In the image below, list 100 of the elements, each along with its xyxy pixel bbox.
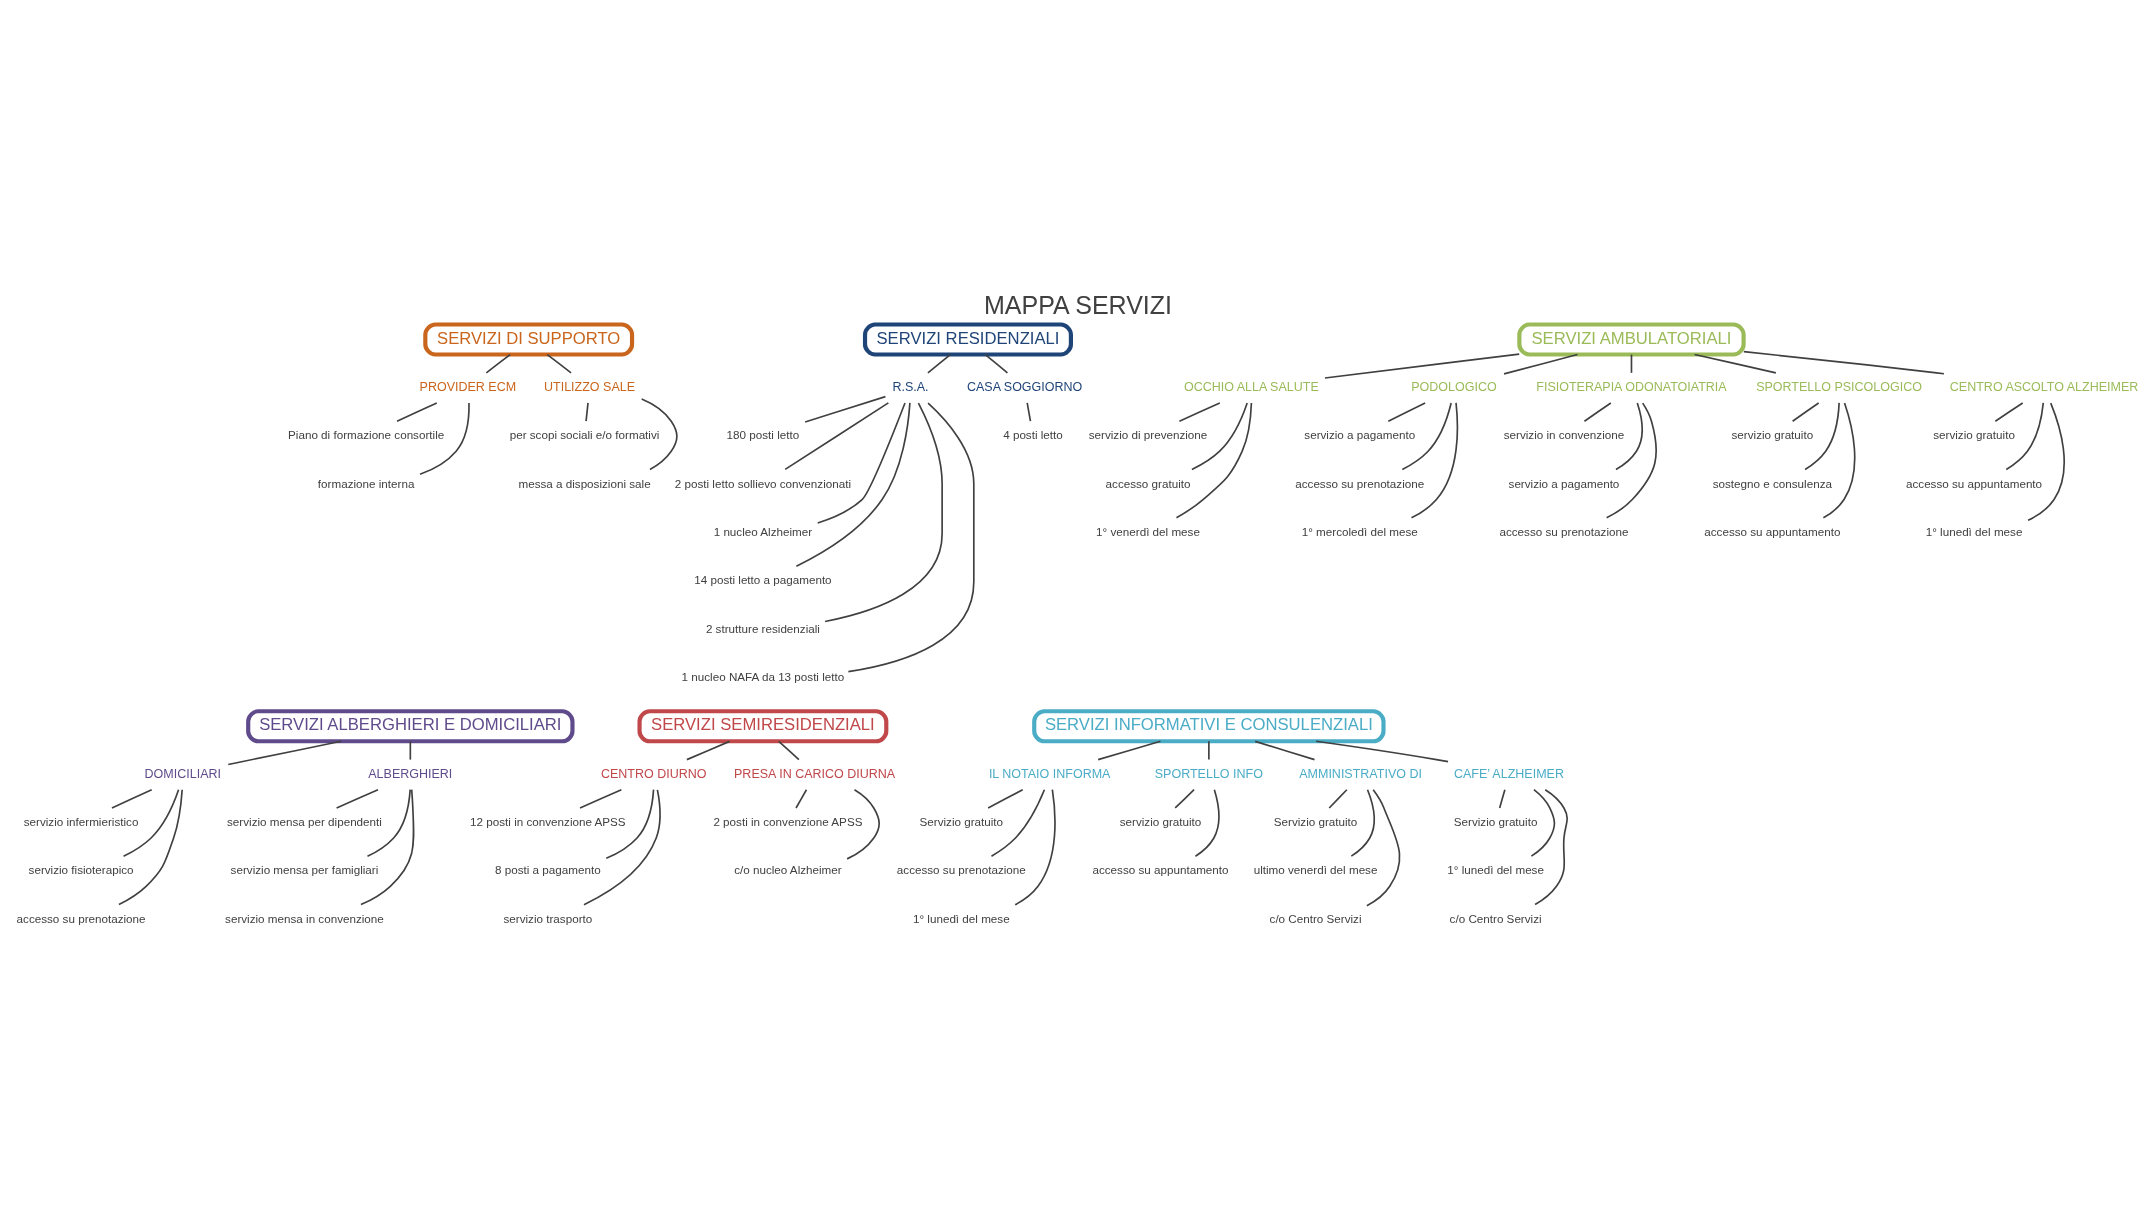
connector	[1328, 788, 1348, 809]
connector	[227, 739, 342, 765]
connector	[1097, 739, 1162, 760]
connector	[1387, 401, 1426, 422]
connector	[795, 401, 911, 567]
connector	[366, 788, 411, 857]
node-text: servizio a pagamento	[1508, 476, 1620, 490]
connector	[585, 401, 589, 422]
connector	[984, 353, 1009, 374]
node-text: 1° mercoledì del mese	[1301, 524, 1418, 538]
node-text: accesso su appuntamento	[1704, 524, 1841, 538]
connector	[1791, 401, 1820, 422]
connector	[335, 788, 379, 809]
node-text: 180 posti letto	[726, 427, 800, 441]
node-text: servizio gratuito	[1933, 427, 2015, 441]
connector	[2005, 401, 2045, 470]
node-text: ultimo venerdì del mese	[1253, 862, 1378, 876]
connector	[111, 788, 153, 809]
connector	[640, 397, 678, 470]
node-text: Piano di formazione consortile	[288, 427, 445, 441]
node-text: PROVIDER ECM	[419, 379, 517, 394]
connector	[546, 353, 572, 374]
node-text: AMMINISTRATIVO DI	[1299, 766, 1422, 781]
node-text: 4 posti letto	[1003, 427, 1063, 441]
connector	[1254, 740, 1316, 760]
connector	[1208, 740, 1210, 760]
connector	[579, 788, 623, 809]
node-text: Servizio gratuito	[1273, 814, 1358, 828]
node-text: UTILIZZO SALE	[544, 379, 636, 394]
node-text: 2 posti letto sollievo convenzionati	[674, 476, 852, 490]
connector	[1350, 788, 1375, 857]
node-text: servizio infermieristico	[23, 814, 139, 828]
connector	[1174, 788, 1195, 809]
connector	[784, 401, 890, 470]
node-text: accesso su appuntamento	[1092, 862, 1229, 876]
connector	[1498, 788, 1506, 809]
connector	[485, 353, 511, 374]
node-text: ALBERGHIERI	[368, 766, 453, 781]
diagram-title: MAPPA SERVIZI	[983, 290, 1173, 319]
node-text: sostegno e consulenza	[1712, 476, 1832, 490]
connector	[1994, 401, 2024, 422]
node-text: servizio mensa in convenzione	[225, 911, 384, 925]
node-text: 1 nucleo Alzheimer	[713, 524, 813, 538]
connector	[419, 401, 470, 475]
node-text: accesso gratuito	[1105, 476, 1191, 490]
connector	[847, 401, 975, 673]
node-text: SPORTELLO PSICOLOGICO	[1756, 379, 1922, 394]
node-text: accesso su prenotazione	[16, 911, 146, 925]
node-text: 1° lunedì del mese	[1925, 524, 2023, 538]
node-text: IL NOTAIO INFORMA	[988, 766, 1111, 781]
node-text: PODOLOGICO	[1411, 379, 1497, 394]
connector	[1804, 401, 1840, 470]
connector	[409, 740, 412, 760]
node-text: formazione interna	[317, 476, 415, 490]
node-text: SPORTELLO INFO	[1154, 766, 1263, 781]
connector	[118, 788, 183, 905]
node-text: 2 posti in convenzione APSS	[713, 814, 863, 828]
connector	[1410, 401, 1459, 519]
connector	[1401, 401, 1452, 470]
node-text: CAFE’ ALZHEIMER	[1453, 766, 1564, 781]
connector	[777, 740, 800, 760]
connector	[360, 788, 415, 905]
connector	[1693, 353, 1777, 374]
node-text: accesso su appuntamento	[1906, 476, 2043, 490]
connector	[927, 353, 952, 374]
connector	[2027, 401, 2065, 521]
connector	[605, 788, 655, 859]
connector	[1534, 788, 1568, 905]
node-text: servizio trasporto	[503, 911, 593, 925]
node-text: servizio mensa per famigliari	[230, 862, 379, 876]
connector	[1191, 401, 1249, 470]
connector	[1503, 353, 1579, 375]
connector	[846, 788, 880, 860]
node-box: SERVIZI RESIDENZIALI	[862, 321, 1073, 357]
node-text: servizio gratuito	[1119, 814, 1202, 828]
node-text: accesso su prenotazione	[896, 862, 1026, 876]
node-text: servizio fisioterapico	[28, 862, 134, 876]
connector	[396, 401, 438, 422]
connector	[1605, 401, 1658, 519]
node-text: 14 posti letto a pagamento	[694, 572, 832, 586]
node-box: SERVIZI AMBULATORIALI	[1517, 321, 1746, 357]
node-text: 12 posti in convenzione APSS	[470, 814, 626, 828]
node-text: 2 strutture residenziali	[705, 621, 820, 635]
connector	[583, 788, 661, 905]
node-box: SERVIZI DI SUPPORTO	[423, 321, 635, 357]
node-text: OCCHIO ALLA SALUTE	[1183, 379, 1319, 394]
node-text: servizio mensa per dipendenti	[227, 814, 382, 828]
connector	[1366, 788, 1401, 907]
node-box: SERVIZI ALBERGHIERI E DOMICILIARI	[246, 708, 575, 743]
node-text: FISIOTERAPIA ODONATOIATRIA	[1536, 379, 1727, 394]
node-text: 1 nucleo NAFA da 13 posti letto	[681, 669, 845, 683]
node-text: servizio gratuito	[1731, 427, 1814, 441]
node-text: CENTRO ASCOLTO ALZHEIMER	[1949, 379, 2139, 394]
node-text: 1° lunedì del mese	[912, 911, 1010, 925]
connector	[1026, 401, 1032, 422]
connector	[1743, 350, 1945, 375]
node-text: servizio in convenzione	[1503, 427, 1625, 441]
connector	[795, 788, 808, 809]
connector	[1194, 788, 1220, 857]
connector	[1530, 788, 1556, 857]
